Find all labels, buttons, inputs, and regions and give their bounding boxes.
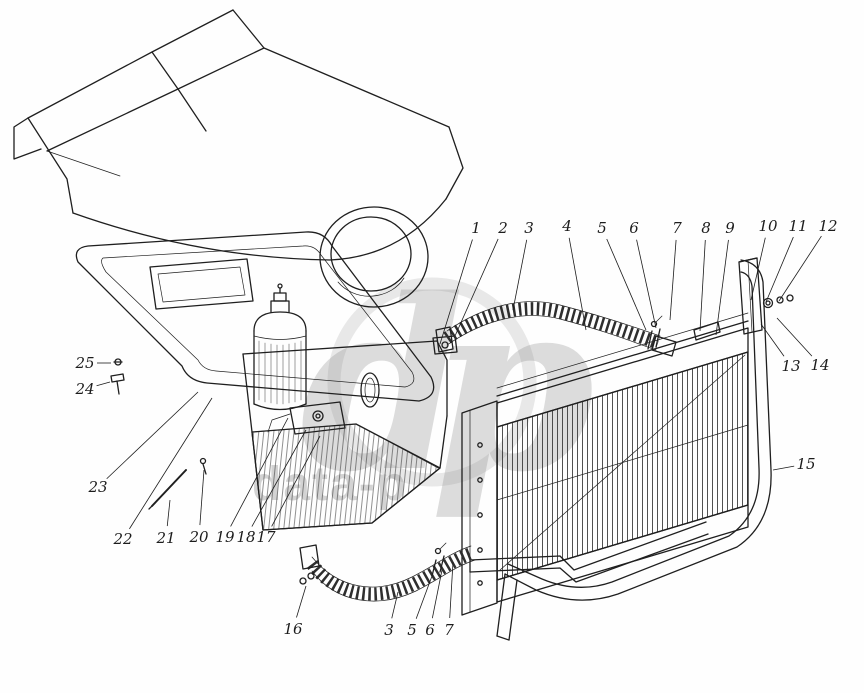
callout-label: 9 xyxy=(725,219,735,237)
radiator xyxy=(461,312,749,616)
callout-label: 5 xyxy=(597,219,607,237)
callout-leader xyxy=(699,239,706,332)
washer xyxy=(762,297,774,309)
callout-leader xyxy=(251,429,307,527)
callout-label: 13 xyxy=(781,357,800,375)
callout-leader xyxy=(96,381,111,387)
callout-leader xyxy=(669,239,677,321)
bolt-head xyxy=(786,294,794,302)
callout-leader xyxy=(454,238,499,337)
callout-label: 7 xyxy=(444,621,454,639)
top-brace xyxy=(496,320,749,397)
callout-leader xyxy=(750,237,766,301)
mount-bracket xyxy=(693,321,721,341)
callout-label: 8 xyxy=(701,219,711,237)
callout-leader xyxy=(129,397,213,530)
callout-label: 1 xyxy=(471,219,481,237)
callout-leader xyxy=(106,391,199,480)
callout-label: 6 xyxy=(629,219,639,237)
inlet-stub xyxy=(651,335,677,357)
callout-label: 15 xyxy=(796,455,815,473)
callout-leader xyxy=(568,237,587,331)
left-fasteners xyxy=(110,358,207,510)
callout-label: 19 xyxy=(215,528,235,546)
callout-label: 14 xyxy=(810,356,829,374)
intake-opening xyxy=(319,206,429,308)
callout-label: 12 xyxy=(818,217,837,235)
callout-label: 17 xyxy=(256,528,276,546)
cross-tube xyxy=(469,521,707,571)
callout-leader xyxy=(636,239,657,329)
callout-label: 21 xyxy=(155,529,175,547)
callout-label: 18 xyxy=(236,528,255,546)
oil-filter xyxy=(253,283,307,411)
callout-label: 4 xyxy=(561,217,572,235)
hose-clamp xyxy=(431,542,447,577)
callout-label: 2 xyxy=(497,219,508,237)
callout-leader xyxy=(772,465,795,471)
engine-tank xyxy=(242,335,458,531)
hose-clamp xyxy=(647,315,663,350)
callout-label: 23 xyxy=(87,478,107,496)
bolt xyxy=(110,373,125,383)
callout-label: 24 xyxy=(74,380,94,398)
drain-bolts xyxy=(299,572,315,585)
callout-leader xyxy=(776,317,813,357)
callout-label: 3 xyxy=(524,219,534,237)
callout-label: 11 xyxy=(788,217,807,235)
callout-label: 5 xyxy=(407,621,417,639)
nut xyxy=(776,296,784,304)
small-bolt xyxy=(199,457,207,465)
callout-label: 3 xyxy=(384,621,394,639)
callout-leader xyxy=(271,435,321,527)
callout-leader xyxy=(606,238,647,331)
lower-hose xyxy=(299,542,476,602)
callout-leader xyxy=(431,569,443,619)
mount-post xyxy=(738,257,794,335)
stud xyxy=(151,469,187,507)
callout-leader xyxy=(512,239,528,311)
filter-shading xyxy=(258,340,302,405)
callout-leader xyxy=(296,585,307,618)
callout-leader xyxy=(230,417,289,527)
callout-leader xyxy=(760,323,785,357)
side-channel xyxy=(461,400,498,616)
callout-leader xyxy=(765,236,794,303)
hose-fitting xyxy=(299,544,320,570)
callout-leader xyxy=(415,575,433,619)
watermark-ring xyxy=(327,277,537,487)
callout-label: 25 xyxy=(74,354,94,372)
support-frame xyxy=(469,259,772,641)
callout-label: 16 xyxy=(283,620,303,638)
callout-label: 10 xyxy=(758,217,778,235)
callout-leader xyxy=(391,591,399,619)
callout-leader xyxy=(778,235,822,302)
callout-leader xyxy=(199,469,205,526)
callout-leader xyxy=(715,239,729,336)
front-frame xyxy=(75,231,435,402)
callout-leader xyxy=(439,239,473,345)
callout-label: 7 xyxy=(672,219,682,237)
callout-leader xyxy=(449,561,454,619)
callout-leader xyxy=(166,499,171,527)
callout-label: 6 xyxy=(425,621,435,639)
upper-hose xyxy=(435,301,677,357)
truck-body xyxy=(13,9,464,261)
callout-label: 22 xyxy=(112,530,132,548)
callout-label: 20 xyxy=(188,528,209,546)
